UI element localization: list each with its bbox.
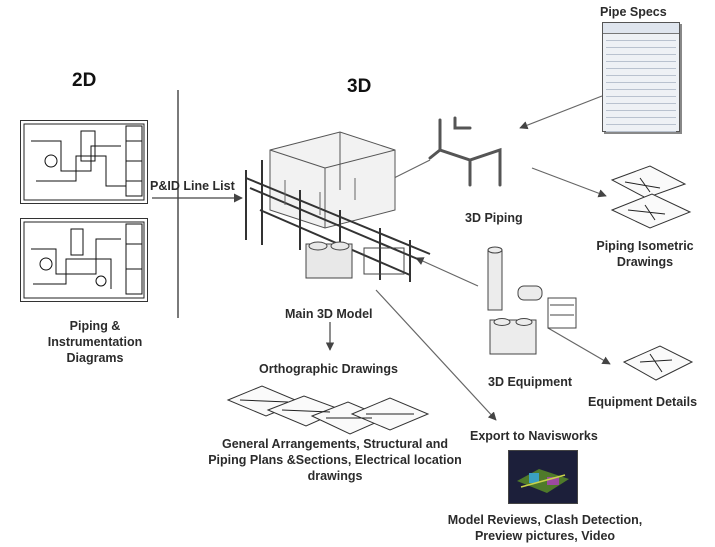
label-pid-line-list: P&ID Line List — [150, 179, 235, 193]
arrow-piping-to-iso — [531, 167, 607, 198]
label-orthographic: Orthographic Drawings — [259, 362, 398, 376]
arrow-specs-to-piping — [519, 95, 603, 130]
label-general-arrangements: General Arrangements, Structural and Pip… — [195, 436, 475, 484]
label-mr-line-1: Model Reviews, Clash Detection, — [447, 513, 643, 527]
label-ga-line-1: General Arrangements, Structural and — [222, 437, 448, 451]
navisworks-render — [509, 451, 577, 503]
label-iso-line-2: Drawings — [616, 255, 674, 269]
navisworks-preview-image — [508, 450, 578, 504]
label-equipment-details: Equipment Details — [588, 395, 698, 409]
label-pid-line-2: Instrumentation — [47, 335, 143, 349]
spec-header — [603, 23, 679, 34]
arrow-model-to-navis — [375, 289, 497, 421]
pid-schematic-1 — [23, 123, 145, 201]
label-pid-line-3: Diagrams — [66, 351, 124, 365]
label-export-navisworks: Export to Navisworks — [470, 429, 598, 443]
arrow-equip-to-model — [415, 257, 479, 287]
pid-diagram-thumb-2 — [20, 218, 148, 302]
label-ga-line-3: drawings — [307, 469, 363, 483]
label-ga-line-2: Piping Plans &Sections, Electrical locat… — [208, 453, 462, 467]
pid-schematic-2 — [23, 221, 145, 299]
label-pipe-specs: Pipe Specs — [600, 5, 667, 19]
arrow-equip-to-details — [547, 327, 611, 365]
pipe-specs-document — [602, 22, 680, 132]
heading-3d: 3D — [347, 76, 372, 97]
label-piping-isometric: Piping Isometric Drawings — [585, 238, 705, 270]
label-model-reviews: Model Reviews, Clash Detection, Preview … — [430, 512, 660, 544]
heading-2d: 2D — [72, 70, 97, 91]
label-mr-line-2: Preview pictures, Video — [474, 529, 616, 543]
label-3d-equipment: 3D Equipment — [488, 375, 573, 389]
pid-diagram-thumb-1 — [20, 120, 148, 204]
label-3d-piping: 3D Piping — [465, 211, 523, 225]
label-main-model: Main 3D Model — [285, 307, 373, 321]
label-iso-line-1: Piping Isometric — [596, 239, 694, 253]
label-pid-diagrams: Piping & Instrumentation Diagrams — [20, 318, 170, 366]
label-pid-line-1: Piping & — [69, 319, 121, 333]
